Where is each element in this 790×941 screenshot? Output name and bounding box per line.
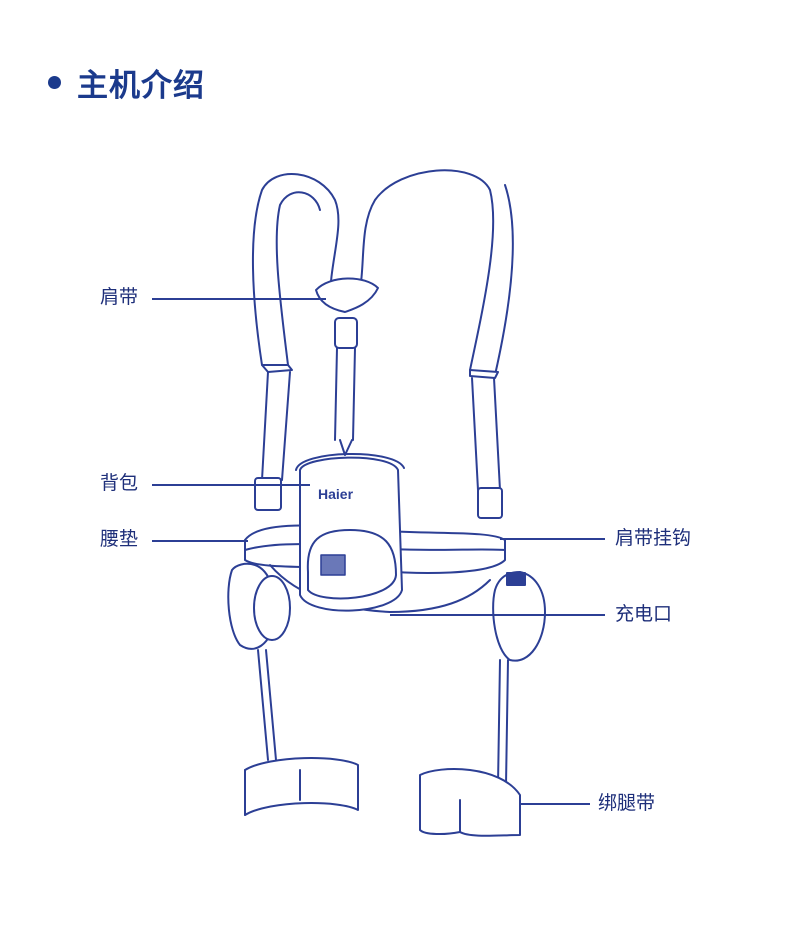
leader-line — [520, 803, 590, 805]
chest-pad — [315, 277, 379, 313]
leader-line — [390, 614, 605, 616]
label-strap-hook: 肩带挂钩 — [615, 527, 692, 549]
left-leg-strap — [244, 757, 359, 816]
label-waist-pad: 腰垫 — [100, 528, 139, 550]
label-backpack: 背包 — [100, 472, 139, 494]
leader-line — [152, 484, 310, 486]
title-text: 主机介绍 — [77, 68, 205, 104]
right-shoulder-strap — [359, 169, 514, 376]
label-shoulder-strap: 肩带 — [100, 286, 139, 308]
brand-logo: Haier — [318, 486, 354, 502]
label-leg-strap: 绑腿带 — [598, 792, 656, 814]
leader-line — [152, 540, 248, 542]
section-title: 主机介绍 — [48, 60, 205, 105]
leader-line — [500, 538, 605, 540]
leader-line — [152, 298, 326, 300]
right-leg-strap — [419, 768, 521, 837]
left-shoulder-strap — [251, 173, 340, 366]
bullet-icon — [48, 76, 61, 89]
label-charging-port: 充电口 — [615, 603, 673, 625]
vent-grille — [320, 554, 346, 576]
